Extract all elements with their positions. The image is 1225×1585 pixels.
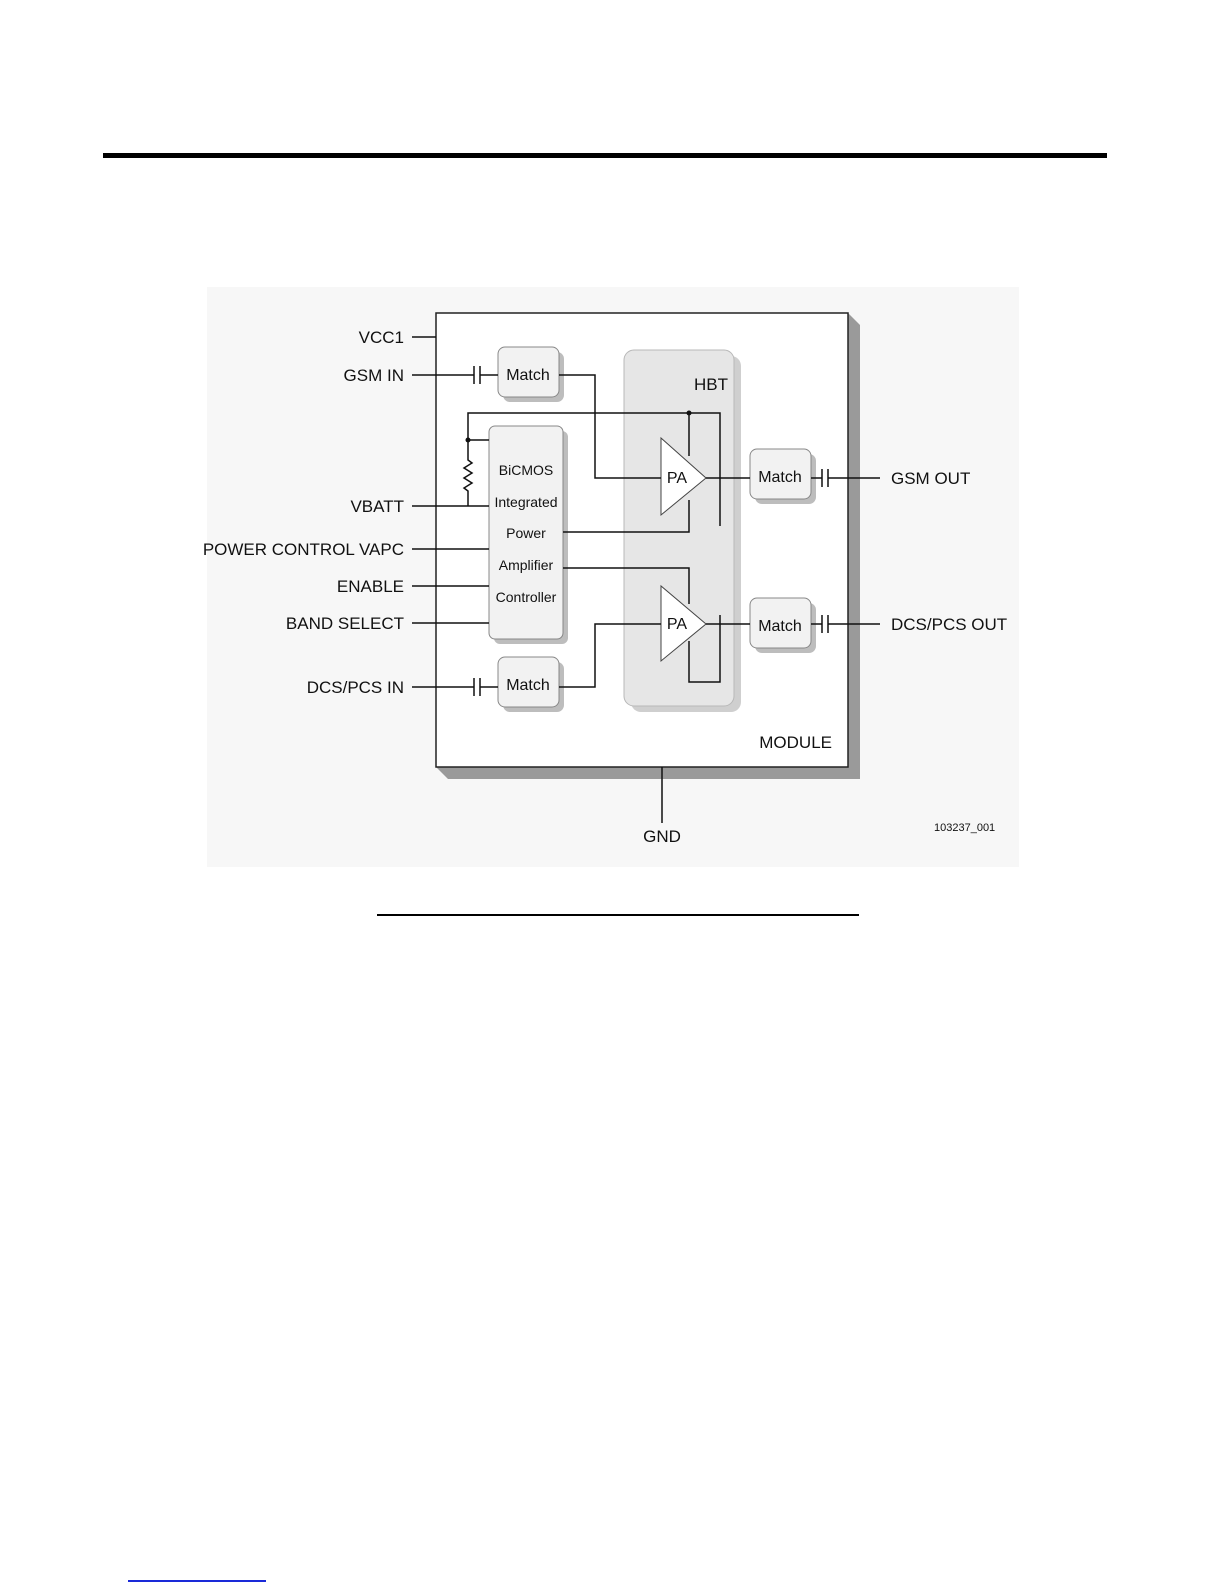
- pin-label-dcs-pcs-in: DCS/PCS IN: [307, 678, 404, 697]
- pin-label-gsm-in: GSM IN: [344, 366, 404, 385]
- controller-label-line: Integrated: [494, 494, 557, 510]
- pin-label-power-control: POWER CONTROL VAPC: [203, 540, 404, 559]
- controller-label-line: Amplifier: [499, 557, 554, 573]
- match-label: Match: [758, 469, 802, 486]
- pin-label-band-select: BAND SELECT: [286, 614, 404, 633]
- pa-label: PA: [667, 470, 687, 487]
- pin-label-dcs-pcs-out: DCS/PCS OUT: [891, 615, 1007, 634]
- pin-label-vbatt: VBATT: [350, 497, 404, 516]
- module-label: MODULE: [759, 733, 832, 752]
- pin-label-gnd: GND: [643, 827, 681, 846]
- pin-label-vcc1: VCC1: [359, 328, 404, 347]
- pa-label: PA: [667, 616, 687, 633]
- footer-link-underline: [128, 1580, 266, 1582]
- controller-label-line: Power: [506, 525, 546, 541]
- controller-label-line: Controller: [496, 589, 557, 605]
- caption-rule: [377, 914, 859, 916]
- pin-label-gsm-out: GSM OUT: [891, 469, 970, 488]
- junction-dot: [466, 438, 471, 443]
- match-label: Match: [758, 618, 802, 635]
- match-label: Match: [506, 677, 550, 694]
- match-label: Match: [506, 367, 550, 384]
- hbt-label: HBT: [694, 375, 728, 394]
- pin-label-enable: ENABLE: [337, 577, 404, 596]
- controller-label-line: BiCMOS: [499, 462, 553, 478]
- hbt-region: [624, 350, 734, 706]
- junction-dot: [687, 411, 692, 416]
- figure-id: 103237_001: [934, 822, 995, 834]
